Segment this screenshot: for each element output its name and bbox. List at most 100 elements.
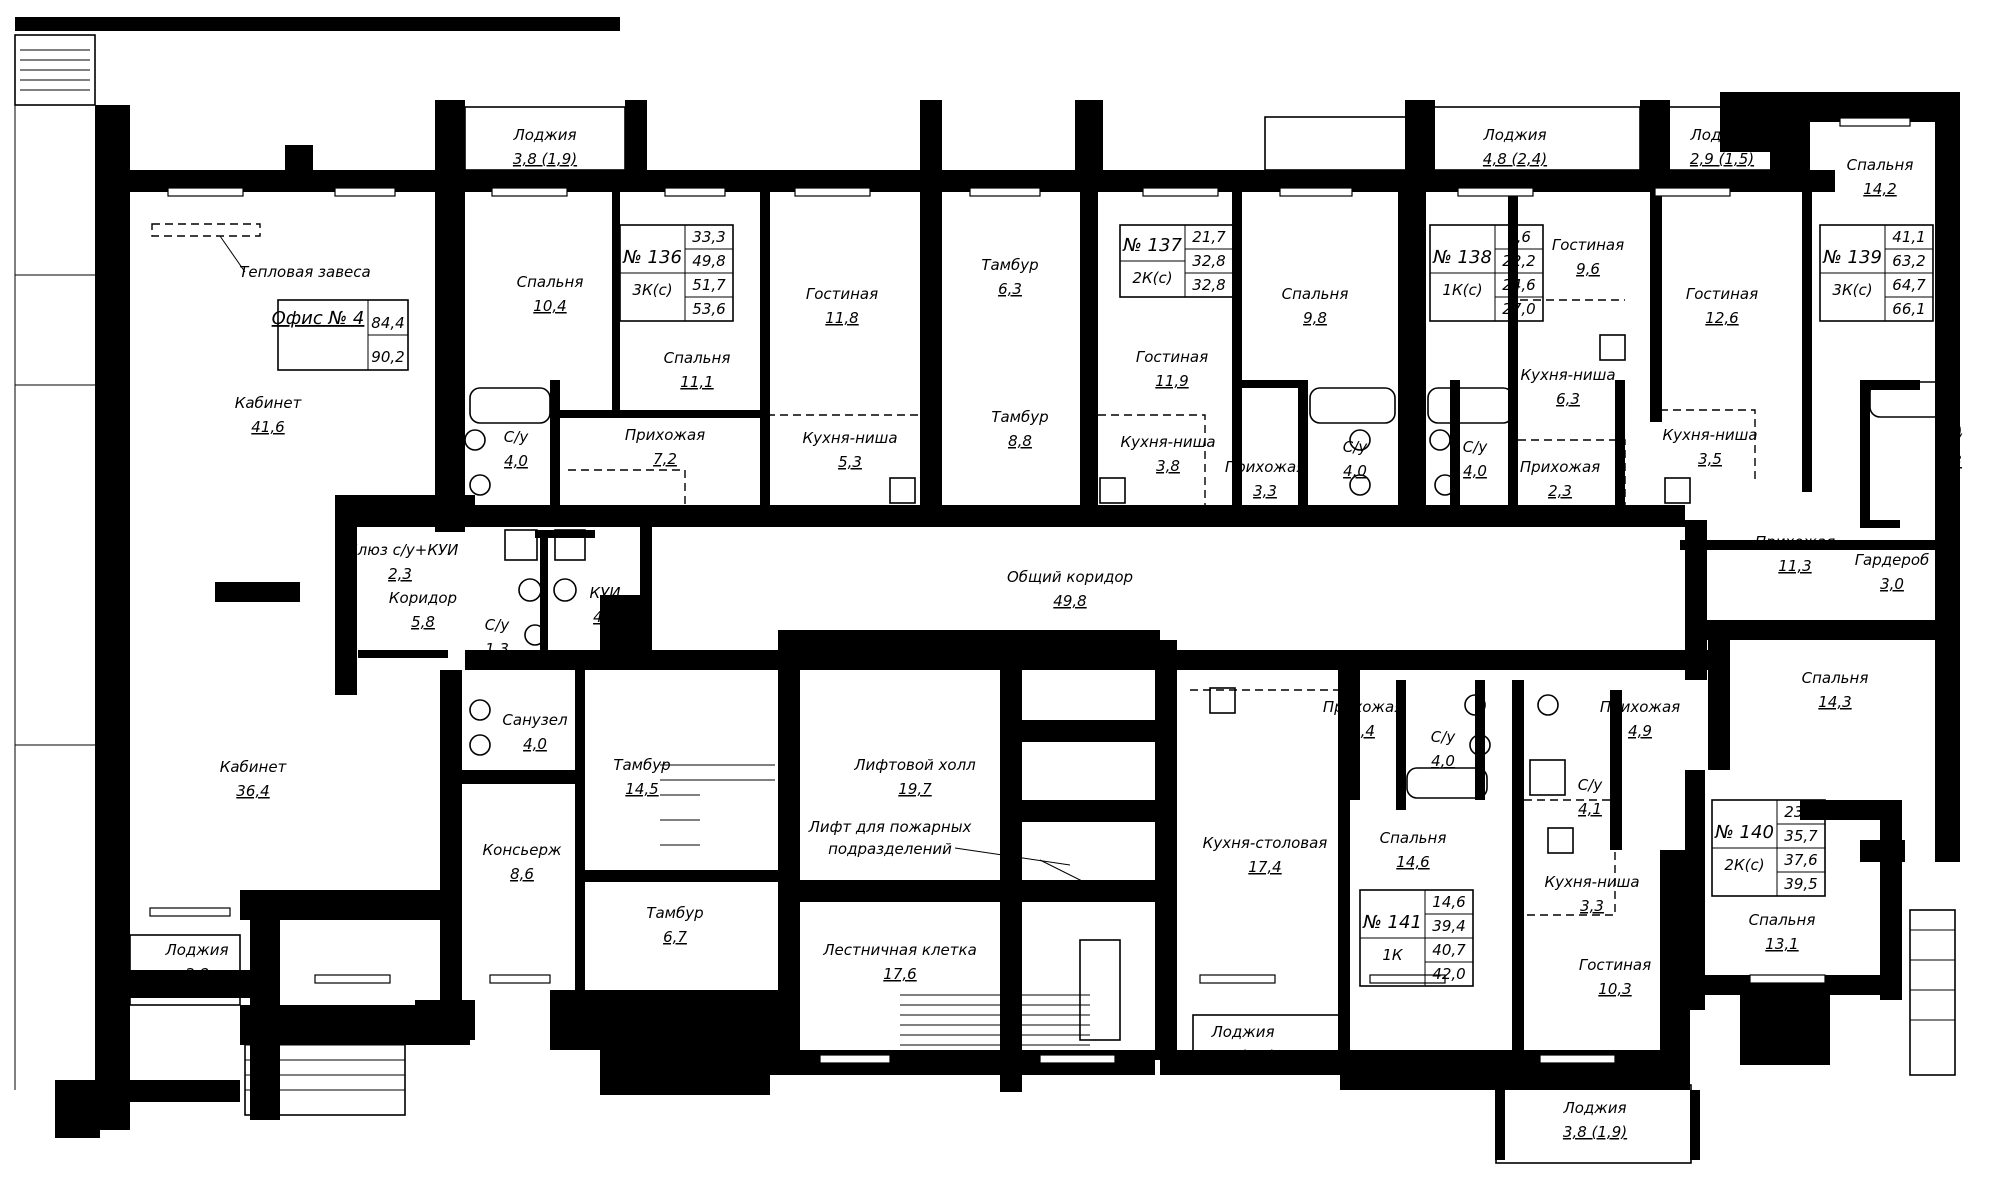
room-name-bed-139: Спальня: [1847, 156, 1914, 174]
apartment-area-141-3: 42,0: [1432, 965, 1465, 983]
apartment-type-138: 1К(с): [1442, 281, 1482, 299]
room-name-lift-hall: Лифтовой холл: [853, 756, 976, 774]
room-name-kitchen-141: Кухня-столовая: [1203, 834, 1328, 852]
room-name-tambur-3: Тамбур: [613, 756, 670, 774]
room-area-bed-139: 14,2: [1863, 180, 1896, 198]
fire-lift-line-1: Лифт для пожарных: [808, 818, 972, 836]
room-name-kitchen-137: Кухня-ниша: [1120, 433, 1215, 451]
room-name-corr-office: Коридор: [389, 589, 457, 607]
room-name-wc-140: С/у: [1578, 776, 1604, 794]
office-area-1: 84,4: [371, 314, 404, 332]
room-area-office-cab: 41,6: [251, 418, 284, 436]
room-name-hall-139: Прихожая: [1755, 533, 1835, 551]
room-name-wc-138: С/у: [1463, 438, 1489, 456]
walls: [15, 17, 1960, 1160]
office-area-2: 90,2: [371, 348, 404, 366]
apartment-area-140-3: 39,5: [1784, 875, 1817, 893]
room-area-kitchen-137: 3,8: [1156, 457, 1180, 475]
room-name-loggia-2: Лоджия: [1482, 126, 1546, 144]
apartment-area-141-2: 40,7: [1432, 941, 1466, 959]
apartment-type-139: 3К(с): [1832, 281, 1872, 299]
room-area-loggia-3: 2,9 (1,5): [1690, 150, 1754, 168]
room-name-wc-141: С/у: [1431, 728, 1457, 746]
room-name-bed-136: Спальня: [517, 273, 584, 291]
room-name-liv-138: Гостиная: [1552, 236, 1624, 254]
room-name-concierge: Консьерж: [483, 841, 562, 859]
room-area-hall-139: 11,3: [1778, 557, 1811, 575]
room-area-kui: 4,3: [593, 608, 617, 626]
room-name-kitchen-138: Кухня-ниша: [1520, 366, 1615, 384]
room-area-wc-136: 4,0: [504, 452, 528, 470]
apartment-area-136-2: 51,7: [692, 276, 726, 294]
plan-details: [14, 34, 1961, 1164]
room-name-bed-137: Спальня: [1282, 285, 1349, 303]
room-name-kitchen-140: Кухня-ниша: [1544, 873, 1639, 891]
apartment-type-140: 2К(с): [1724, 856, 1764, 874]
room-area-bed-141: 14,6: [1396, 853, 1429, 871]
room-area-wc-137: 4,0: [1343, 462, 1367, 480]
apartment-area-138-3: 27,0: [1502, 300, 1535, 318]
room-area-wc-office: 1,3: [485, 640, 509, 658]
room-area-loggia-1: 3,8 (1,9): [513, 150, 577, 168]
room-name-bed-139b: Спальня: [1802, 669, 1869, 687]
room-area-loggia-4: 2,6 (1,3): [1211, 1047, 1275, 1065]
room-area-liv-138: 9,6: [1576, 260, 1600, 278]
room-name-loggia-5: Лоджия: [1562, 1099, 1626, 1117]
apartment-number-141: № 141: [1362, 912, 1422, 933]
room-name-bed-141: Спальня: [1380, 829, 1447, 847]
room-area-wc-138: 4,0: [1463, 462, 1487, 480]
room-area-stair: 17,6: [883, 965, 916, 983]
apartment-area-141-0: 14,6: [1432, 893, 1465, 911]
room-name-wc-office: С/у: [485, 616, 511, 634]
room-name-tambur-4: Тамбур: [646, 904, 703, 922]
room-name-wc-137: С/у: [1343, 438, 1369, 456]
room-area-loggia-5: 3,8 (1,9): [1563, 1123, 1627, 1141]
room-area-sluice: 2,3: [388, 565, 412, 583]
room-area-wc-140: 4,1: [1578, 800, 1602, 818]
room-name-kui: КУИ: [589, 584, 620, 602]
room-area-tambur-1: 6,3: [998, 280, 1022, 298]
room-name-stair: Лестничная клетка: [822, 941, 977, 959]
apartment-area-139-1: 63,2: [1892, 252, 1925, 270]
room-area-kitchen-140: 3,3: [1580, 897, 1604, 915]
room-name-hall-137: Прихожая: [1225, 458, 1305, 476]
room-area-corridor: 49,8: [1053, 592, 1086, 610]
room-name-tambur-1: Тамбур: [981, 256, 1038, 274]
apartment-area-141-1: 39,4: [1432, 917, 1465, 935]
room-name-liv-137: Гостиная: [1136, 348, 1208, 366]
room-name-kitchen-136: Кухня-ниша: [802, 429, 897, 447]
fire-lift-line-2: подразделений: [828, 840, 952, 858]
room-area-liv-140: 10,3: [1598, 980, 1631, 998]
apartment-area-137-0: 21,7: [1192, 228, 1226, 246]
room-name-loggia-office: Лоджия: [164, 941, 228, 959]
apartment-number-136: № 136: [622, 247, 682, 268]
room-name-loggia-1: Лоджия: [512, 126, 576, 144]
room-area-liv-139: 12,6: [1705, 309, 1738, 327]
room-area-sanuzel: 4,0: [523, 735, 547, 753]
apartment-area-136-3: 53,6: [692, 300, 725, 318]
room-area-bed-139b: 14,3: [1818, 693, 1851, 711]
room-area-tambur-2: 8,8: [1008, 432, 1032, 450]
room-area-loggia-office: 2,8: [185, 965, 209, 983]
room-name-hall-141: Прихожая: [1323, 698, 1403, 716]
room-area-wardrobe: 3,0: [1880, 575, 1904, 593]
room-name-hall-136: Прихожая: [625, 426, 705, 444]
room-name-corridor: Общий коридор: [1007, 568, 1133, 586]
office-title: Офис № 4: [272, 308, 365, 329]
room-area-liv-136: 11,8: [825, 309, 858, 327]
room-area-bed-136b: 11,1: [680, 373, 713, 391]
room-area-office-cab2: 36,4: [236, 782, 269, 800]
apartment-number-138: № 138: [1432, 247, 1492, 268]
apartment-area-138-2: 24,6: [1502, 276, 1535, 294]
apartment-area-139-2: 64,7: [1892, 276, 1926, 294]
room-name-bed-136b: Спальня: [664, 349, 731, 367]
apartment-area-137-1: 32,8: [1192, 252, 1225, 270]
room-area-bed-137: 9,8: [1303, 309, 1327, 327]
